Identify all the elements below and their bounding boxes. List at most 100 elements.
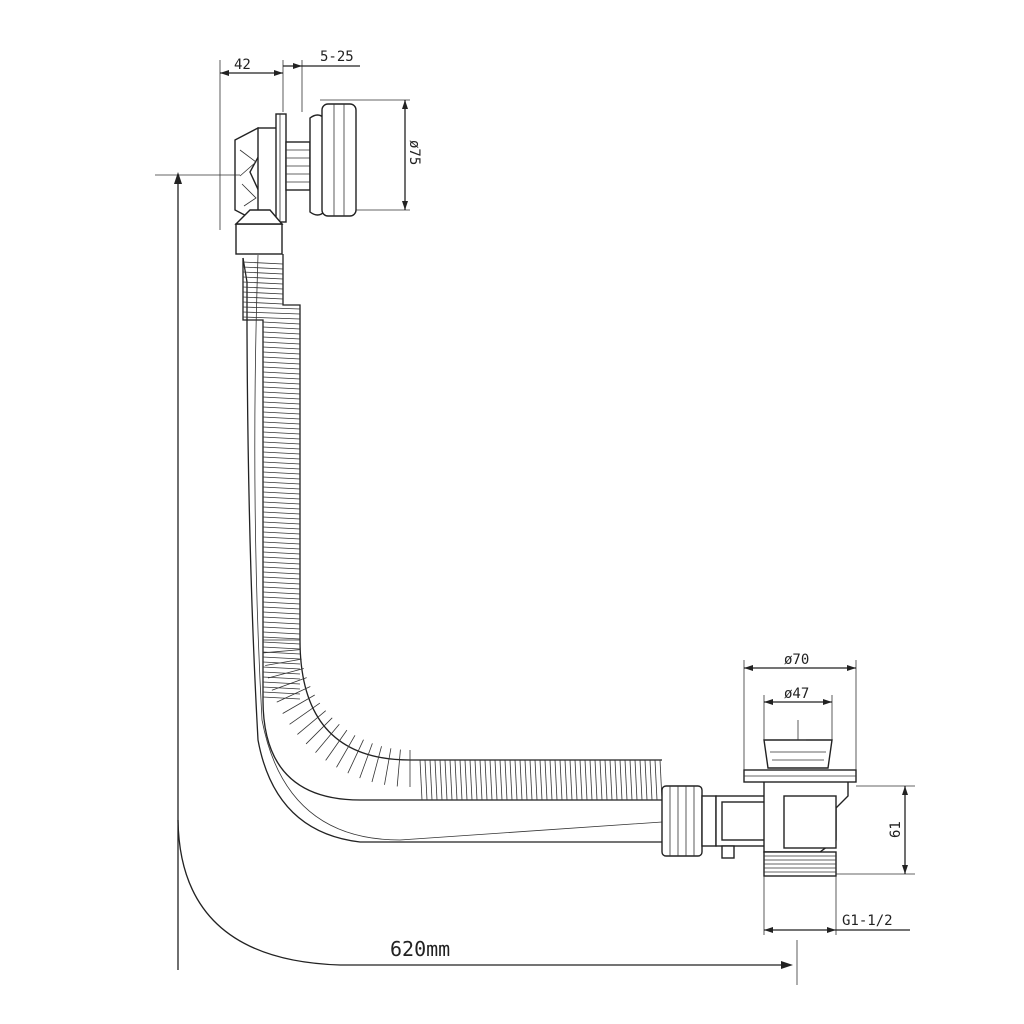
hose-rib [262, 366, 301, 370]
hose-rib [524, 759, 528, 801]
hose-rib [289, 702, 321, 725]
hose-rib [474, 759, 478, 801]
hose-rib [559, 759, 563, 801]
hose-rib [242, 311, 301, 315]
overflow-assembly [219, 60, 410, 255]
corrugated-hose [242, 254, 721, 843]
hose-rib [262, 351, 301, 355]
hose-rib [336, 735, 356, 768]
hose-rib [262, 541, 301, 545]
hose-rib [262, 646, 301, 650]
hose-rib [514, 759, 518, 801]
hose-rib [424, 759, 428, 801]
hose-rib [242, 316, 301, 320]
hose-rib [262, 551, 301, 555]
hose-rib [262, 481, 301, 485]
hose-rib [629, 759, 633, 801]
hose-rib [262, 641, 301, 645]
hose-rib [371, 746, 382, 783]
label-75: ø75 [406, 140, 422, 165]
hose-rib [262, 476, 301, 480]
hose-rib [262, 401, 301, 405]
hose-rib [262, 456, 301, 460]
hose-rib [579, 759, 583, 801]
label-61: 61 [888, 821, 904, 838]
hose-rib [262, 411, 301, 415]
hose-rib [639, 759, 643, 801]
hose-rib [262, 511, 301, 515]
hose-rib [242, 296, 284, 300]
hose-rib [499, 759, 503, 801]
hose-rib [599, 759, 603, 801]
hose-rib [494, 759, 498, 801]
label-thread: G1-1/2 [842, 913, 893, 929]
label-47: ø47 [784, 686, 809, 702]
hose-rib [519, 759, 523, 801]
hose-ribs-vertical [242, 261, 301, 700]
hose-rib [262, 396, 301, 400]
hose-rib [529, 759, 533, 801]
hose-ribs-horizontal [263, 639, 663, 801]
hose-rib [534, 759, 538, 801]
hose-rib [262, 631, 301, 635]
hose-rib [242, 306, 301, 310]
hose-rib [509, 759, 513, 801]
hose-rib [359, 743, 373, 779]
hose-rib [297, 710, 326, 735]
hose-rib [262, 621, 301, 625]
hose-rib [262, 521, 301, 525]
hose-rib [262, 496, 301, 500]
hose-rib [574, 759, 578, 801]
hose-rib [262, 506, 301, 510]
hose-rib [262, 326, 301, 330]
hose-rib [262, 531, 301, 535]
hose-rib [242, 271, 284, 275]
hose-rib [262, 591, 301, 595]
hose-rib [262, 666, 301, 670]
hose-rib [325, 729, 348, 761]
hose-rib [484, 759, 488, 801]
hose-rib [614, 759, 618, 801]
hose-rib [262, 546, 301, 550]
hose-rib [242, 276, 284, 280]
hose-rib [262, 391, 301, 395]
hose-rib [444, 759, 448, 801]
hose-rib [262, 686, 301, 690]
hose-rib [262, 561, 301, 565]
hose-rib [262, 421, 301, 425]
waste-assembly [661, 660, 915, 935]
hose-rib [262, 371, 301, 375]
hose-rib [262, 571, 301, 575]
hose-rib [262, 381, 301, 385]
hose-rib [504, 759, 508, 801]
hose-rib [262, 626, 301, 630]
hose-rib [262, 616, 301, 620]
hose-rib [262, 466, 301, 470]
hose-rib [624, 759, 628, 801]
hose-rib [554, 759, 558, 801]
hose-rib [262, 386, 301, 390]
hose-rib [262, 601, 301, 605]
hose-rib [609, 759, 613, 801]
hose-rib [549, 759, 553, 801]
hose-rib [469, 759, 473, 801]
hose-rib [539, 759, 543, 801]
hose-rib [489, 759, 493, 801]
hose-rib [384, 748, 392, 785]
hose-rib [262, 691, 301, 695]
hose-rib [262, 321, 301, 325]
hose-rib [262, 556, 301, 560]
hose-rib [242, 286, 284, 290]
hose-rib [262, 431, 301, 435]
hose-rib [262, 356, 301, 360]
hose-rib [263, 649, 301, 654]
hose-rib [305, 717, 333, 745]
hose-rib [262, 436, 301, 440]
hose-rib [262, 446, 301, 450]
hose-rib [262, 606, 301, 610]
hose-rib [282, 694, 315, 714]
hose-rib [594, 759, 598, 801]
hose-rib [262, 426, 301, 430]
hose-rib [262, 361, 301, 365]
